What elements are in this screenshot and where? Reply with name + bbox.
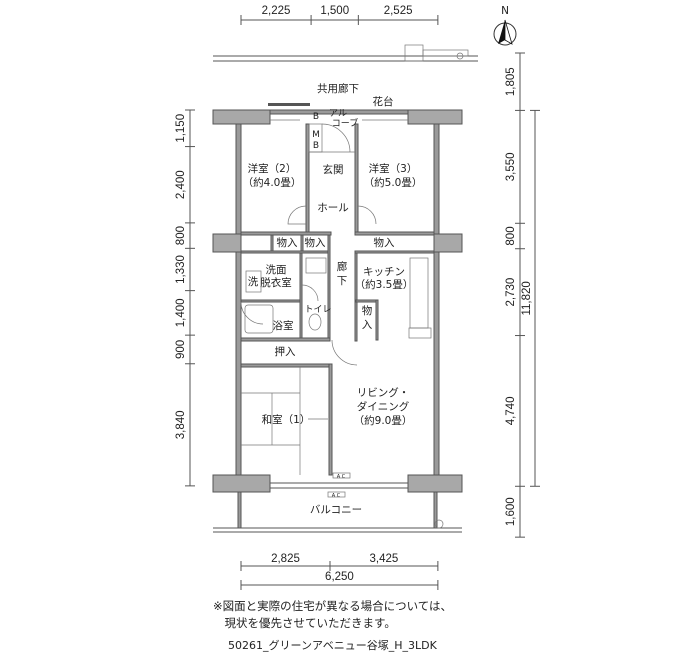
right-dimension-value: 1,600 [505,497,517,526]
left-dimension-value: 1,400 [175,298,187,327]
hallway-label: 下 [337,275,348,287]
western-room-3-label: 洋室（3） [369,162,418,175]
left-dimension-value: 3,840 [175,410,187,439]
bath-label: 浴室 [273,319,294,332]
right-dimension-value: 2,730 [505,278,517,307]
ac-label: A C [337,474,346,480]
top-dimension-value: 2,225 [262,5,291,17]
western-room-3-size: （約5.0畳） [364,176,423,189]
western-room-2-label: 洋室（2） [248,162,297,175]
storage-label: 物入 [374,236,395,249]
mb-small-label: B [313,112,319,122]
western-room-2-size: （約4.0畳） [243,176,302,189]
bottom-dimension-value: 2,825 [271,553,300,565]
living-label: ダイニング [357,400,410,413]
mb-label: M [312,130,320,140]
right-dimension-value: 3,550 [505,152,517,181]
washroom-label: 脱衣室 [260,276,292,289]
right-total-dimension-value: 11,820 [521,281,533,315]
living-size: （約9.0畳） [354,414,413,427]
kitchen-label: キッチン [363,266,405,278]
right-dimension-value: 1,805 [505,67,517,96]
north-label: N [501,5,509,17]
top-dimension-value: 2,525 [384,5,413,17]
room-labels: 共用廊下 花台 アル コーブ B M B 洋室（2） （約4.0畳） 玄関 洋室… [243,82,423,516]
right-dimension-value: 4,740 [505,397,517,426]
hall-label: ホール [317,202,349,214]
right-dimension-line: 1,805 3,550 800 2,730 4,740 1,600 11,820 [505,52,540,538]
ac-label: A C [332,493,341,499]
storage-label: 物 [362,304,373,317]
left-dimension-value: 2,400 [175,170,187,199]
left-dimension-line: 1,150 2,400 800 1,330 1,400 900 3,840 [175,109,195,487]
washroom-label: 洗面 [266,264,287,276]
left-dimension-value: 1,150 [175,114,187,143]
alcove-label: アル [329,109,347,119]
bottom-dimension-value: 3,425 [370,553,399,565]
washer-label: 洗 [248,276,259,288]
north-arrow-icon: N [493,5,517,46]
left-dimension-value: 1,330 [175,255,187,284]
bottom-total-dimension-value: 6,250 [325,571,354,583]
living-label: リビング・ [357,386,410,399]
storage-label: 物入 [277,236,298,249]
kitchen-size: （約3.5畳） [355,278,414,291]
corridor-railing [213,44,478,62]
common-corridor-label: 共用廊下 [317,82,359,95]
flower-bed-label: 花台 [373,95,394,108]
mb-label: B [313,141,319,151]
disclaimer-line1: ※図面と実際の住宅が異なる場合については、 [213,599,453,613]
walls [212,103,463,533]
left-dimension-value: 900 [175,340,187,359]
storage-label: 入 [362,319,373,331]
entrance-label: 玄関 [323,163,344,176]
bottom-dimension-line: 2,825 3,425 6,250 [240,553,439,590]
balcony-label: バルコニー [310,504,362,516]
top-dimension-line: 2,225 1,500 2,525 [240,5,439,25]
right-dimension-value: 800 [505,226,517,245]
hallway-label: 廊 [337,260,348,273]
disclaimer-line2: 現状を優先させていただきます。 [213,616,396,630]
japanese-room-label: 和室（1） [262,413,311,426]
left-dimension-value: 800 [175,226,187,245]
closet-label: 押入 [275,345,296,358]
top-dimension-value: 1,500 [320,5,349,17]
toilet-label: トイレ [304,305,331,315]
storage-label: 物入 [305,236,326,249]
alcove-label: コーブ [332,117,358,129]
plan-caption: 50261_グリーンアベニュー谷塚_H_3LDK [228,639,437,652]
